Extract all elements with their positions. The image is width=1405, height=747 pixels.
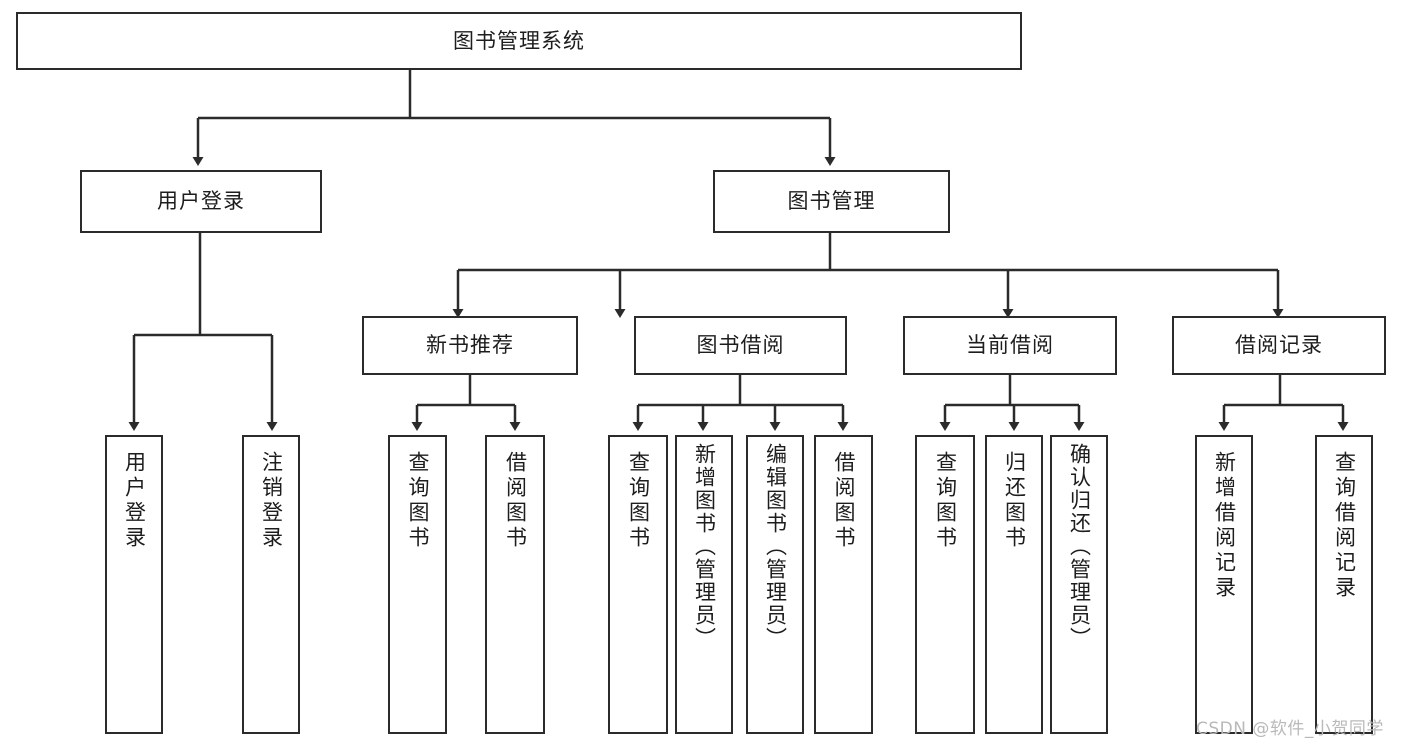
leaf-borrow-query-book[interactable]: 查询图书 [608, 435, 668, 734]
node-user-login-label: 用户登录 [157, 189, 245, 214]
leaf-borrow-edit-book-admin-label: 编辑图书（管理员） [763, 443, 788, 650]
leaf-borrow-add-book-admin-label: 新增图书（管理员） [692, 443, 717, 650]
leaf-borrow-borrow-book-label: 借阅图书 [832, 451, 856, 551]
leaf-current-return-book-label: 归还图书 [1002, 451, 1027, 551]
node-new-book-recommend-label: 新书推荐 [426, 333, 514, 358]
node-book-borrow[interactable]: 图书借阅 [634, 316, 847, 375]
node-borrow-record-label: 借阅记录 [1235, 333, 1323, 358]
node-user-login[interactable]: 用户登录 [80, 170, 322, 233]
node-root-system-label: 图书管理系统 [453, 28, 585, 53]
leaf-borrow-borrow-book[interactable]: 借阅图书 [814, 435, 873, 734]
node-borrow-record[interactable]: 借阅记录 [1172, 316, 1386, 375]
node-current-borrow-label: 当前借阅 [966, 333, 1054, 358]
leaf-current-query-book-label: 查询图书 [933, 451, 958, 551]
node-current-borrow[interactable]: 当前借阅 [903, 316, 1117, 375]
leaf-current-return-book[interactable]: 归还图书 [985, 435, 1043, 734]
leaf-record-add-record[interactable]: 新增借阅记录 [1195, 435, 1253, 734]
leaf-current-confirm-return-admin[interactable]: 确认归还（管理员） [1050, 435, 1108, 734]
leaf-borrow-query-book-label: 查询图书 [626, 451, 651, 551]
leaf-recommend-query-book-label: 查询图书 [406, 451, 430, 551]
leaf-recommend-borrow-book[interactable]: 借阅图书 [485, 435, 545, 734]
node-book-manage[interactable]: 图书管理 [713, 170, 950, 233]
node-book-borrow-label: 图书借阅 [696, 333, 785, 358]
node-book-manage-label: 图书管理 [787, 189, 876, 214]
leaf-recommend-query-book[interactable]: 查询图书 [388, 435, 447, 734]
leaf-recommend-borrow-book-label: 借阅图书 [503, 451, 528, 551]
csdn-watermark: CSDN @软件_小贺同学 [1196, 719, 1384, 739]
leaf-record-query-record[interactable]: 查询借阅记录 [1315, 435, 1373, 734]
leaf-user-logout[interactable]: 注销登录 [242, 435, 300, 734]
leaf-borrow-add-book-admin[interactable]: 新增图书（管理员） [675, 435, 733, 734]
leaf-record-add-record-label: 新增借阅记录 [1212, 451, 1237, 601]
node-new-book-recommend[interactable]: 新书推荐 [362, 316, 578, 375]
leaf-borrow-edit-book-admin[interactable]: 编辑图书（管理员） [746, 435, 804, 734]
leaf-record-query-record-label: 查询借阅记录 [1332, 451, 1357, 601]
leaf-user-login-label: 用户登录 [122, 451, 147, 551]
leaf-user-login[interactable]: 用户登录 [105, 435, 163, 734]
leaf-current-confirm-return-admin-label: 确认归还（管理员） [1067, 443, 1092, 650]
node-root-system[interactable]: 图书管理系统 [16, 12, 1022, 70]
leaf-current-query-book[interactable]: 查询图书 [915, 435, 975, 734]
leaf-user-logout-label: 注销登录 [259, 451, 284, 551]
